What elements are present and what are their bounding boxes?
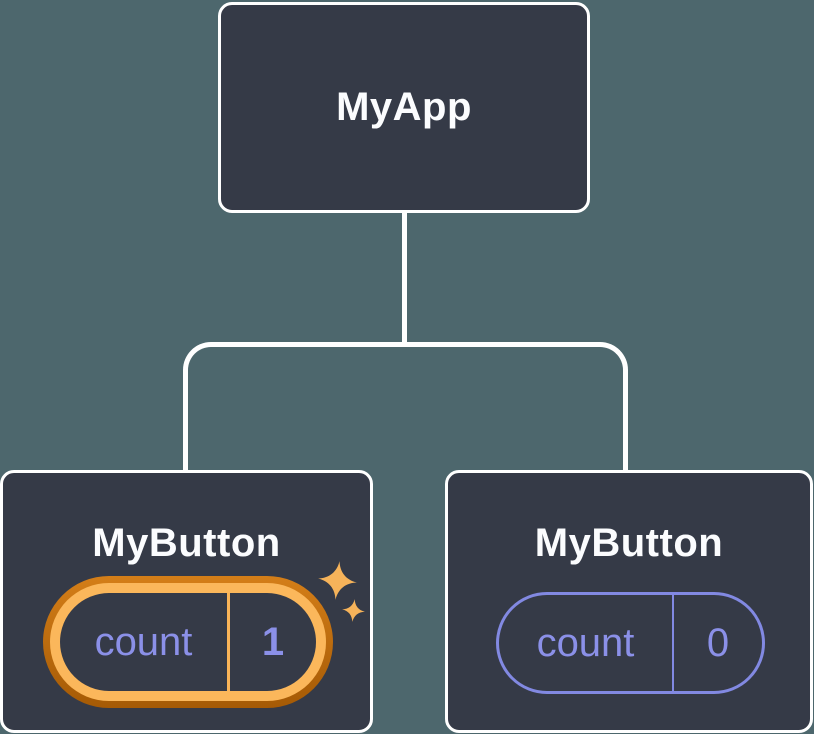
state-pill-divider — [672, 595, 674, 691]
state-value: 1 — [261, 619, 285, 664]
component-node-mybutton-left: MyButton count 1 — [0, 470, 373, 733]
state-pill-plain: count 0 — [496, 592, 765, 694]
connector-trunk-line — [402, 210, 407, 347]
sparkle-large-icon — [318, 561, 357, 600]
connector-branch-bracket — [183, 342, 628, 470]
node-label: MyButton — [92, 521, 281, 565]
state-pill-highlighted: count 1 — [43, 576, 333, 708]
state-value: 0 — [706, 620, 730, 665]
state-pill-highlight-ring: count 1 — [50, 583, 326, 701]
sparkle-small-icon — [342, 599, 365, 622]
state-key-label: count — [536, 620, 635, 665]
state-pill-divider — [227, 593, 230, 691]
node-label: MyApp — [336, 85, 472, 129]
state-key-label: count — [94, 619, 193, 664]
state-pill-body: count 1 — [60, 593, 316, 691]
component-node-mybutton-right: MyButton count 0 — [445, 470, 813, 733]
node-label: MyButton — [534, 521, 724, 565]
component-node-myapp: MyApp — [218, 2, 590, 213]
